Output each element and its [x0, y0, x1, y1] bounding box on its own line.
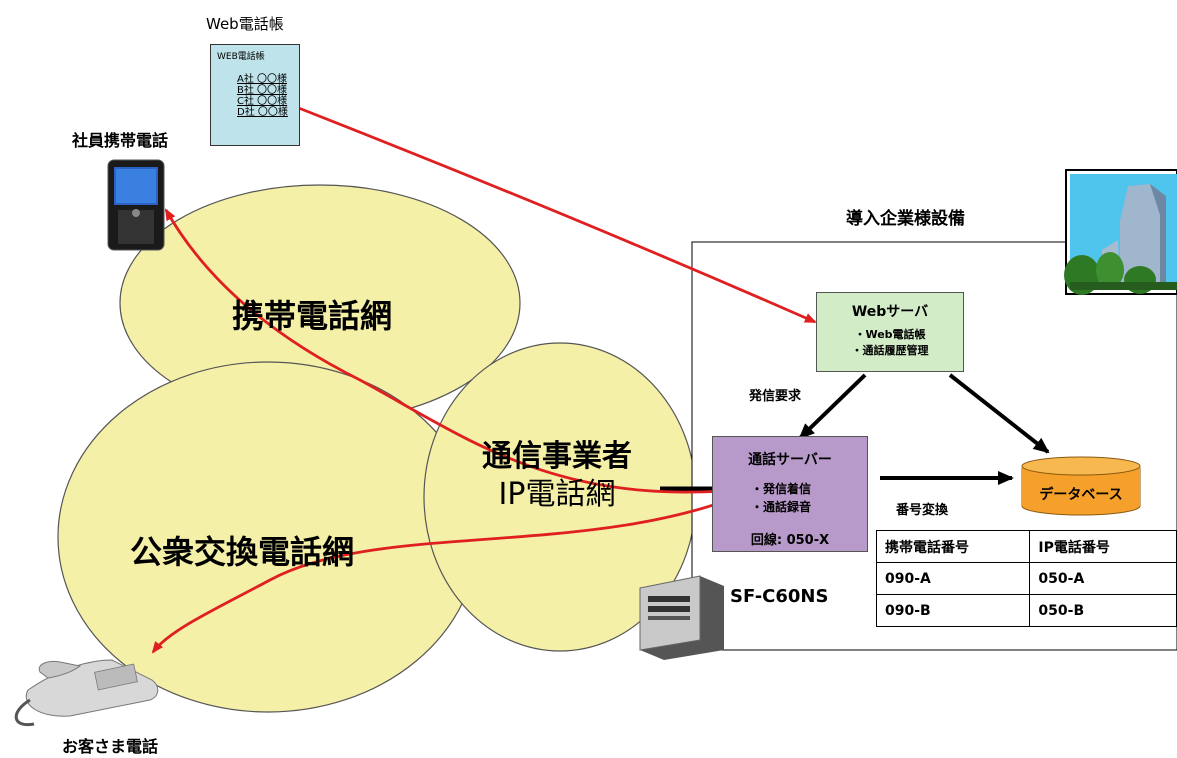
- call-server-item: ・通話録音: [751, 500, 812, 514]
- ip-network-label-line1: 通信事業者: [482, 439, 632, 474]
- table-row: 090-B 050-B: [875, 594, 1177, 627]
- number-conversion-label: 番号変換: [896, 503, 949, 518]
- table-row: 090-A 050-A: [875, 562, 1177, 595]
- mobile-network-label: 携帯電話網: [232, 297, 393, 335]
- table-header: IP電話番号: [1029, 530, 1177, 563]
- web-server-box: Webサーバ ・Web電話帳 ・通話履歴管理: [816, 292, 964, 372]
- number-mapping-table: 携帯電話番号 IP電話番号 090-A 050-A 090-B 050-B: [875, 530, 1177, 627]
- pstn-label: 公衆交換電話網: [130, 533, 355, 571]
- call-server-title: 通話サーバー: [748, 452, 832, 468]
- database-label: データベース: [1039, 487, 1123, 503]
- red-arrow-callsrv-to-customer: [151, 486, 759, 654]
- server-tower-icon: [639, 575, 724, 660]
- phonebook-row[interactable]: A社 〇〇様: [237, 74, 288, 85]
- phonebook-row[interactable]: D社 〇〇様: [237, 107, 288, 118]
- phonebook-row[interactable]: B社 〇〇様: [237, 85, 288, 96]
- arrow-websrv-to-db: [948, 373, 1050, 454]
- call-server-line: 回線: 050-X: [750, 533, 830, 548]
- red-arrow-callsrv-to-mobile: [164, 208, 759, 494]
- web-server-item: ・Web電話帳: [854, 328, 926, 341]
- request-label: 発信要求: [749, 389, 802, 404]
- ip-network-label-line2: IP電話網: [498, 477, 616, 512]
- ip-network-label: 通信事業者 IP電話網: [462, 438, 652, 514]
- web-phonebook-card: WEB電話帳 A社 〇〇様 B社 〇〇様 C社 〇〇様 D社 〇〇様: [210, 44, 300, 146]
- web-server-title: Webサーバ: [851, 304, 929, 320]
- red-arrow-phonebook-to-websrv: [267, 94, 817, 324]
- web-phonebook-label: Web電話帳: [206, 15, 284, 33]
- table-header-row: 携帯電話番号 IP電話番号: [875, 530, 1177, 563]
- phonebook-row[interactable]: C社 〇〇様: [237, 96, 288, 107]
- table-cell: 050-B: [1029, 594, 1177, 627]
- table-header: 携帯電話番号: [875, 530, 1031, 563]
- table-cell: 090-A: [875, 562, 1031, 595]
- employee-phone-label: 社員携帯電話: [72, 131, 169, 150]
- product-label: SF-C60NS: [730, 586, 829, 607]
- arrow-websrv-to-callsrv: [798, 373, 867, 440]
- database-cylinder-icon: [1021, 456, 1141, 516]
- web-server-item: ・通話履歴管理: [851, 344, 929, 357]
- phonebook-title: WEB電話帳: [217, 52, 265, 62]
- mobile-phone-icon: [107, 159, 165, 251]
- desk-phone-icon: [14, 659, 159, 727]
- call-server-item: ・発信着信: [751, 482, 812, 496]
- customer-phone-label: お客さま電話: [62, 737, 159, 756]
- table-cell: 090-B: [875, 594, 1031, 627]
- call-server-box: 通話サーバー ・発信着信 ・通話録音 回線: 050-X: [712, 436, 868, 552]
- building-photo-icon: [1064, 169, 1177, 295]
- facility-label: 導入企業様設備: [846, 209, 965, 229]
- table-cell: 050-A: [1029, 562, 1177, 595]
